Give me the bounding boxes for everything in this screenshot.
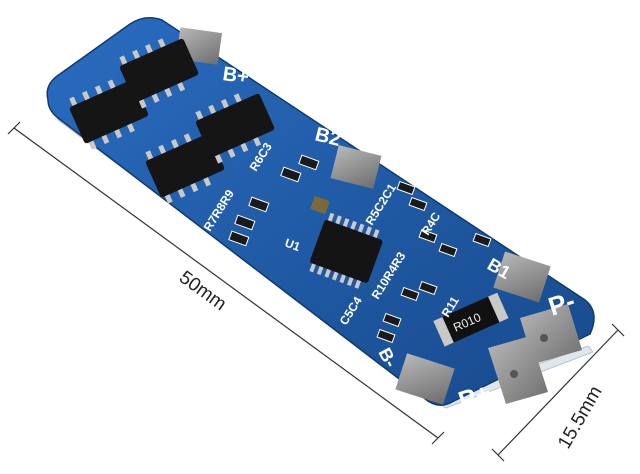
controller-ic-u1 bbox=[309, 212, 383, 289]
smd-components bbox=[228, 154, 492, 344]
terminal-pads bbox=[175, 27, 582, 405]
width-label: 15.5mm bbox=[554, 383, 607, 453]
length-label: 50mm bbox=[175, 267, 230, 315]
shunt-resistor: R010 bbox=[433, 292, 509, 347]
label-u1: U1 bbox=[283, 236, 303, 255]
label-b-plus: B+ bbox=[221, 63, 250, 88]
mosfet-chips bbox=[69, 38, 275, 204]
pcb-board: R010 B+ B2 B1 B- P- P+ U1 R6C3 R7R8R9 C5… bbox=[46, 17, 595, 416]
